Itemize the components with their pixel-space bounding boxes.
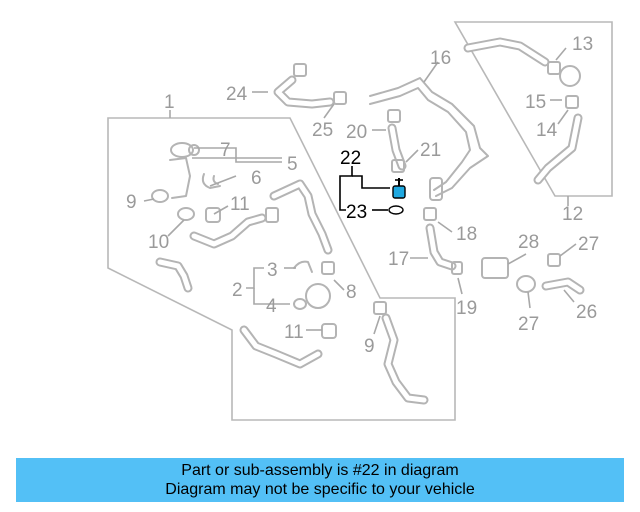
callout-27-right: 27 bbox=[578, 234, 599, 255]
leader-lines bbox=[143, 47, 577, 335]
parts-diagram: 1 2 3 4 5 6 7 8 9 9 10 11 11 12 13 14 15… bbox=[107, 21, 613, 421]
callout-19: 19 bbox=[456, 298, 477, 319]
callout-13: 13 bbox=[572, 34, 593, 55]
clamps-group bbox=[151, 61, 581, 339]
callout-12: 12 bbox=[562, 204, 583, 225]
callout-3: 3 bbox=[267, 260, 278, 281]
callout-4: 4 bbox=[266, 296, 277, 317]
pipe-16 bbox=[369, 77, 489, 197]
callout-25: 25 bbox=[312, 120, 333, 141]
part-22-highlighted bbox=[392, 178, 406, 199]
callout-24: 24 bbox=[226, 84, 248, 105]
callout-1: 1 bbox=[164, 92, 175, 113]
callout-15: 15 bbox=[525, 92, 546, 113]
callout-9-right: 9 bbox=[364, 336, 375, 357]
callout-23: 23 bbox=[346, 202, 367, 223]
callout-11-lower: 11 bbox=[284, 322, 304, 343]
banner-line-part: Part or sub-assembly is #22 in diagram bbox=[181, 462, 459, 479]
callout-22: 22 bbox=[340, 148, 361, 169]
callout-21: 21 bbox=[420, 140, 441, 161]
callout-26: 26 bbox=[576, 302, 597, 323]
callout-14: 14 bbox=[536, 120, 558, 141]
callout-28: 28 bbox=[518, 232, 539, 253]
callout-11-upper: 11 bbox=[230, 194, 250, 215]
callout-18: 18 bbox=[456, 224, 477, 245]
callout-5: 5 bbox=[287, 154, 298, 175]
part-23-o-ring bbox=[388, 205, 404, 215]
callout-20: 20 bbox=[346, 122, 367, 143]
leader-lines-22-23 bbox=[339, 166, 390, 211]
part-info-banner: Part or sub-assembly is #22 in diagram D… bbox=[16, 458, 624, 502]
callout-6: 6 bbox=[251, 168, 262, 189]
callout-7: 7 bbox=[220, 140, 231, 161]
assembly-1-panel bbox=[107, 117, 456, 421]
callout-9-left: 9 bbox=[126, 192, 137, 213]
callout-10: 10 bbox=[148, 232, 169, 253]
banner-line-disclaimer: Diagram may not be specific to your vehi… bbox=[165, 481, 475, 498]
callout-17: 17 bbox=[388, 249, 409, 270]
callout-16: 16 bbox=[430, 48, 451, 69]
callout-2: 2 bbox=[232, 280, 243, 301]
callout-8: 8 bbox=[346, 282, 357, 303]
callout-27-bottom: 27 bbox=[518, 314, 539, 335]
